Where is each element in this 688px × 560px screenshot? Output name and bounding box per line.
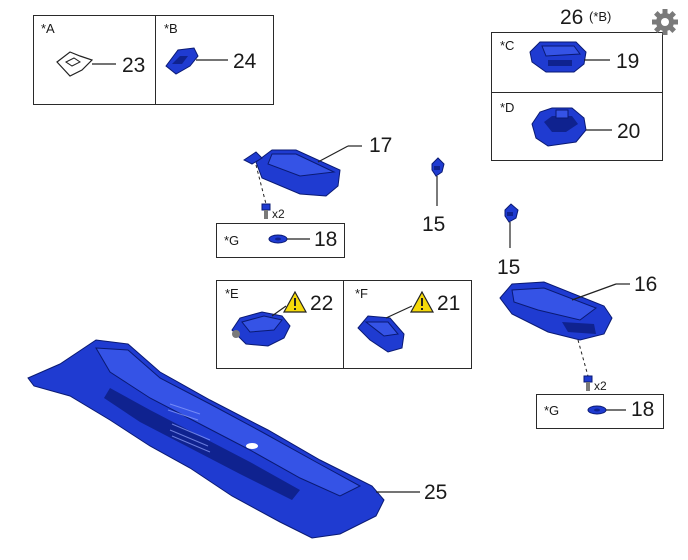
part-18a-cap: [268, 234, 310, 244]
part-19-housing: [529, 41, 610, 73]
callout-26: 26: [560, 6, 584, 29]
box-G2: [536, 394, 664, 429]
callout-26-note: (*B): [589, 9, 612, 24]
box-label-G2: *G: [544, 403, 560, 418]
callout-23: 23: [122, 54, 146, 77]
callout-15a: 15: [422, 213, 446, 236]
part-24-clip: [165, 47, 228, 75]
callout-17: 17: [369, 134, 393, 157]
warning-icon: [409, 290, 435, 313]
box-label-F: *F: [355, 286, 368, 301]
part-23-bracket: [56, 51, 116, 77]
callout-19: 19: [616, 50, 640, 73]
part-15a-clip: [431, 157, 445, 206]
gear-icon: [652, 9, 678, 35]
callout-21: 21: [437, 292, 461, 315]
box-label-E: *E: [225, 286, 239, 301]
callout-16: 16: [634, 273, 658, 296]
part-21-grip: [357, 305, 413, 353]
part-16-visor: [499, 281, 630, 377]
box-label-A: *A: [41, 21, 55, 36]
box-label-B: *B: [164, 21, 178, 36]
screw-17-quantity: x2: [272, 207, 285, 221]
callout-18a: 18: [314, 228, 338, 251]
warning-icon: [282, 290, 308, 313]
part-25-cowl-panel: [27, 339, 420, 539]
callout-20: 20: [617, 120, 641, 143]
callout-25: 25: [424, 481, 448, 504]
callout-18b: 18: [631, 398, 655, 421]
screw-16: [583, 375, 593, 391]
box-label-G1: *G: [224, 233, 240, 248]
callout-15b: 15: [497, 256, 521, 279]
box-label-D: *D: [500, 100, 515, 115]
box-label-C: *C: [500, 38, 515, 53]
box-A: [33, 15, 157, 105]
part-15b-clip: [504, 203, 519, 248]
callout-22: 22: [310, 292, 334, 315]
part-22-grip: [231, 305, 291, 347]
screw-16-quantity: x2: [594, 379, 607, 393]
screw-17: [261, 203, 271, 219]
part-17-visor: [243, 145, 362, 205]
part-20-housing: [531, 107, 612, 147]
part-18b-cap: [587, 405, 626, 415]
callout-24: 24: [233, 50, 257, 73]
